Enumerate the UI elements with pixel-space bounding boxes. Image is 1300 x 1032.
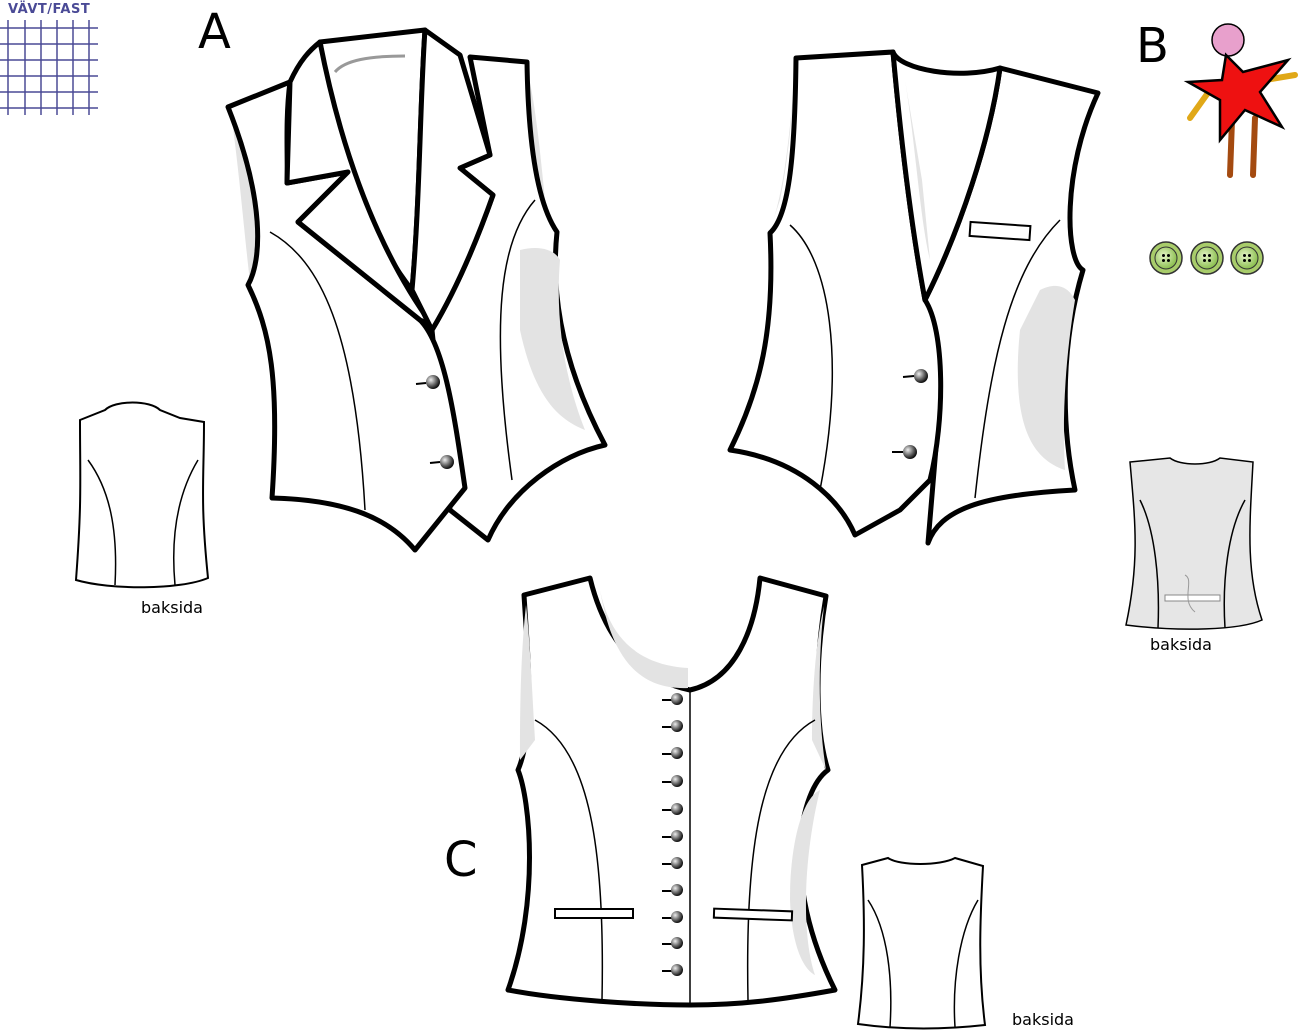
figure-head-icon — [1211, 23, 1245, 57]
button-row — [662, 693, 683, 976]
button-icon — [671, 693, 683, 705]
button-icon — [671, 720, 683, 732]
button-icon — [426, 375, 440, 389]
button-icon — [903, 445, 917, 459]
view-b-back-label: baksida — [1150, 635, 1212, 654]
button-icon — [914, 369, 928, 383]
view-b-label: B — [1136, 18, 1169, 74]
view-c-back-label: baksida — [1012, 1010, 1074, 1029]
button-icon — [671, 964, 683, 976]
vest-c-back — [856, 856, 987, 1030]
button-icon — [671, 857, 683, 869]
button-icon — [671, 830, 683, 842]
button-icon — [671, 911, 683, 923]
vest-a-front — [225, 27, 608, 553]
vest-c-front — [505, 575, 838, 1008]
button-icon — [671, 937, 683, 949]
view-a-label: A — [198, 4, 231, 60]
buttons-icon — [1149, 241, 1264, 275]
fabric-type-label: VÄVT/FAST — [8, 2, 91, 17]
vest-b-back — [1125, 457, 1263, 630]
size-badge — [1183, 23, 1298, 178]
button-icon — [671, 747, 683, 759]
vest-b-front — [727, 49, 1101, 546]
view-c-label: C — [444, 832, 478, 888]
button-icon — [671, 775, 683, 787]
vest-a-back — [74, 401, 210, 589]
button-icon — [671, 803, 683, 815]
star-icon — [1183, 52, 1292, 144]
button-icon — [671, 884, 683, 896]
fabric-grid-icon — [0, 20, 98, 115]
view-a-back-label: baksida — [141, 598, 203, 617]
button-icon — [440, 455, 454, 469]
